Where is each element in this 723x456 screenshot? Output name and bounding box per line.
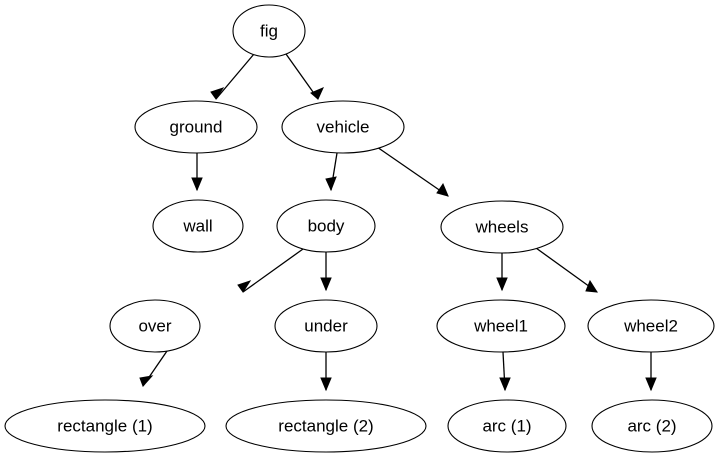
node-label: wheel1 <box>473 316 528 335</box>
node-shape-ellipse[interactable] <box>232 4 306 58</box>
node-under[interactable]: under <box>274 299 378 353</box>
node-label: fig <box>260 21 278 40</box>
arrowhead-icon <box>320 277 332 292</box>
node-label: rectangle (1) <box>57 416 152 435</box>
node-label: arc (1) <box>482 416 531 435</box>
edge-wheels-to-wheel2 <box>535 247 598 293</box>
node-shape-ellipse[interactable] <box>447 399 567 453</box>
node-label: arc (2) <box>627 416 676 435</box>
edge-line <box>285 53 319 100</box>
node-rectangle2[interactable]: rectangle (2) <box>225 399 427 453</box>
arrowhead-icon <box>585 279 598 293</box>
arrowhead-icon <box>237 280 252 293</box>
edge-over-to-rectangle1 <box>139 350 168 387</box>
arrowhead-icon <box>436 182 449 197</box>
node-ground[interactable]: ground <box>134 100 258 154</box>
arrowhead-icon <box>645 377 657 392</box>
node-over[interactable]: over <box>109 299 201 353</box>
node-arc2[interactable]: arc (2) <box>591 399 713 453</box>
node-shape-ellipse[interactable] <box>225 399 427 453</box>
node-shape-ellipse[interactable] <box>109 299 201 353</box>
node-shape-ellipse[interactable] <box>587 299 715 353</box>
node-arc1[interactable]: arc (1) <box>447 399 567 453</box>
node-label: over <box>138 316 171 335</box>
node-label: wheel2 <box>623 316 678 335</box>
node-label: rectangle (2) <box>278 416 373 435</box>
node-shape-ellipse[interactable] <box>274 299 378 353</box>
node-shape-ellipse[interactable] <box>276 199 376 253</box>
nodes-layer: fig ground vehicle wall body wheels over under w… <box>4 4 715 453</box>
edge-line <box>242 248 304 293</box>
node-wall[interactable]: wall <box>152 199 244 253</box>
edge-line <box>535 247 598 293</box>
node-shape-ellipse[interactable] <box>281 100 405 154</box>
arrowhead-icon <box>499 377 511 392</box>
edge-wheel1-to-arc1 <box>499 351 511 392</box>
node-wheel2[interactable]: wheel2 <box>587 299 715 353</box>
node-label: wheels <box>475 217 529 236</box>
edge-vehicle-to-wheels <box>376 146 449 197</box>
arrowhead-icon <box>320 377 332 392</box>
edge-body-to-over <box>237 248 304 293</box>
edge-ground-to-wall <box>191 153 203 192</box>
edge-wheel2-to-arc2 <box>645 352 657 392</box>
arrowhead-icon <box>210 87 225 100</box>
node-wheel1[interactable]: wheel1 <box>436 299 566 353</box>
edge-body-to-under <box>320 252 332 292</box>
node-label: body <box>308 216 345 235</box>
arrowhead-icon <box>139 375 154 387</box>
node-shape-ellipse[interactable] <box>152 199 244 253</box>
node-body[interactable]: body <box>276 199 376 253</box>
edge-vehicle-to-body <box>325 152 338 192</box>
edges-layer <box>139 53 657 392</box>
node-wheels[interactable]: wheels <box>440 200 564 254</box>
edge-under-to-rectangle2 <box>320 352 332 392</box>
node-label: under <box>304 316 348 335</box>
node-shape-ellipse[interactable] <box>134 100 258 154</box>
node-shape-ellipse[interactable] <box>440 200 564 254</box>
edge-fig-to-vehicle <box>285 53 324 100</box>
edge-wheels-to-wheel1 <box>496 253 508 292</box>
node-label: wall <box>182 216 212 235</box>
node-fig[interactable]: fig <box>232 4 306 58</box>
node-vehicle[interactable]: vehicle <box>281 100 405 154</box>
arrowhead-icon <box>310 87 324 100</box>
node-shape-ellipse[interactable] <box>436 299 566 353</box>
edge-line <box>376 146 449 197</box>
edge-line <box>215 53 255 100</box>
node-label: ground <box>170 117 223 136</box>
arrowhead-icon <box>191 177 203 192</box>
node-rectangle1[interactable]: rectangle (1) <box>4 399 206 453</box>
arrowhead-icon <box>325 176 337 192</box>
node-shape-ellipse[interactable] <box>4 399 206 453</box>
node-label: vehicle <box>317 117 370 136</box>
node-shape-ellipse[interactable] <box>591 399 713 453</box>
edge-fig-to-ground <box>210 53 255 100</box>
arrowhead-icon <box>496 277 508 292</box>
